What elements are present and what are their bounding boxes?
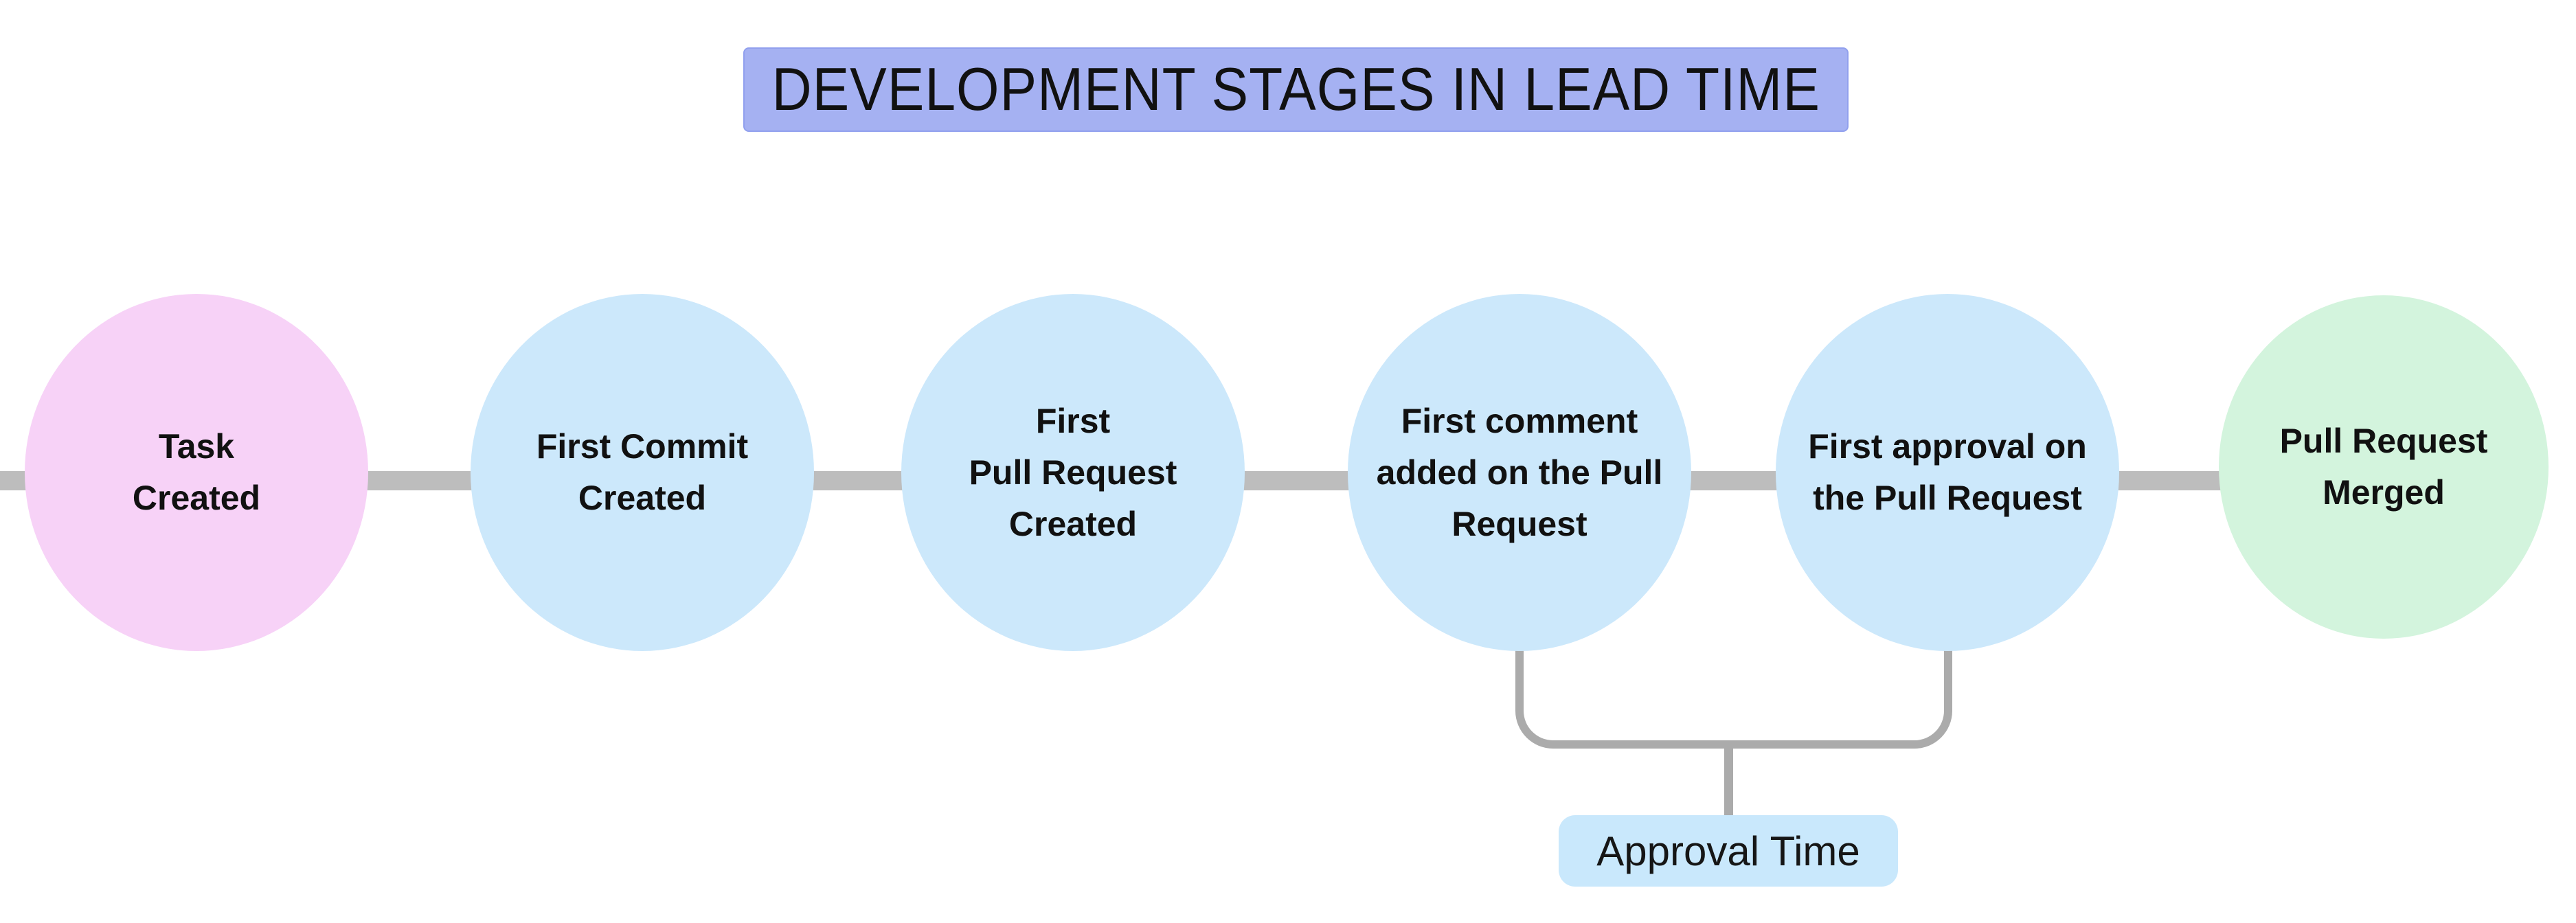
page-title: DEVELOPMENT STAGES IN LEAD TIME — [771, 55, 1820, 124]
approval-time-text: Approval Time — [1596, 828, 1860, 874]
stage-node-task-created: Task Created — [25, 294, 368, 651]
stage-label: First comment added on the Pull Request — [1376, 401, 1663, 543]
stage-node-pull-request-merged: Pull Request Merged — [2219, 295, 2549, 639]
stage-label: First Pull Request Created — [969, 401, 1177, 543]
approval-bracket — [1515, 646, 1952, 749]
approval-time-label: Approval Time — [1559, 815, 1898, 887]
stage-node-first-approval: First approval on the Pull Request — [1776, 294, 2119, 651]
stage-node-first-comment-added: First comment added on the Pull Request — [1348, 294, 1691, 651]
stage-node-first-pull-request-created: First Pull Request Created — [901, 294, 1245, 651]
approval-bracket-stem — [1724, 747, 1733, 816]
stage-label: Pull Request Merged — [2279, 422, 2488, 512]
stage-label: Task Created — [132, 427, 261, 517]
stage-label: First Commit Created — [536, 427, 749, 517]
title-banner: DEVELOPMENT STAGES IN LEAD TIME — [743, 47, 1849, 132]
stage-label: First approval on the Pull Request — [1808, 427, 2087, 517]
stage-node-first-commit-created: First Commit Created — [471, 294, 814, 651]
